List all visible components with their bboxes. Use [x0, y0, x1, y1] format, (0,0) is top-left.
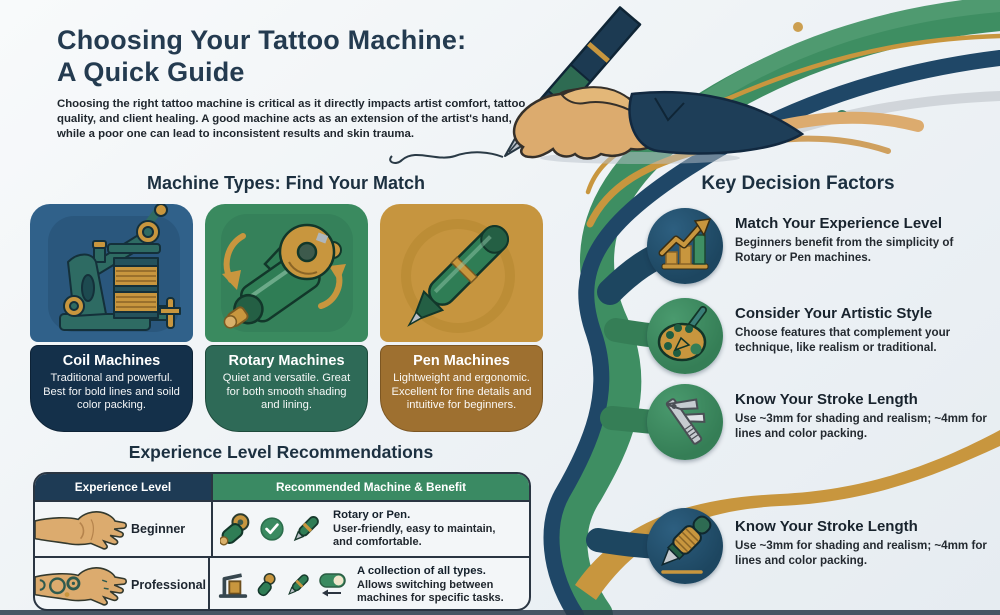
coil-description: Traditional and powerful. Best for bold … — [43, 372, 180, 412]
card-rotary-machines: Rotary Machines Quiet and versatile. Gre… — [205, 204, 368, 432]
professional-machine: A collection of all types. — [357, 565, 486, 578]
beginner-machine: Rotary or Pen. — [333, 509, 411, 522]
toggle-switch-icon — [319, 573, 346, 597]
rotary-machine-icon — [205, 204, 368, 342]
experience-table: Experience Level Recommended Machine & B… — [33, 472, 531, 611]
coil-machine-icon — [218, 573, 248, 598]
column-header-experience-level: Experience Level — [35, 474, 213, 500]
pen-description: Lightweight and ergonomic. Excellent for… — [391, 372, 532, 412]
card-pen-machines: Pen Machines Lightweight and ergonomic. … — [380, 204, 543, 432]
column-header-recommended: Recommended Machine & Benefit — [213, 474, 529, 500]
rotary-machine-icon — [220, 513, 250, 546]
table-row-beginner: Beginner — [35, 502, 529, 556]
factor-style-description: Choose features that complement your tec… — [735, 326, 951, 355]
professional-recommendation-cell: A collection of all types. Allows switch… — [210, 558, 529, 609]
tattooed-hand-icon — [35, 567, 127, 606]
tattoo-pen — [528, 6, 642, 130]
table-header-row: Experience Level Recommended Machine & B… — [35, 474, 529, 502]
coil-machine-icon — [30, 204, 193, 342]
pen-nib-icon — [647, 508, 723, 584]
table-row-professional: Professional — [35, 556, 529, 609]
experience-heading: Experience Level Recommendations — [128, 442, 434, 462]
growth-chart-icon — [647, 208, 723, 284]
factor-stroke-2-title: Know Your Stroke Length — [735, 518, 918, 535]
pen-machine-icon — [380, 204, 543, 342]
drawn-ink-line — [389, 151, 504, 164]
factor-style-title: Consider Your Artistic Style — [735, 305, 933, 322]
coil-title: Coil Machines — [62, 353, 161, 369]
beginner-recommendation-cell: Rotary or Pen. User-friendly, easy to ma… — [213, 502, 529, 556]
glove-sleeve — [628, 90, 805, 155]
machine-type-cards: Coil Machines Traditional and powerful. … — [30, 204, 543, 432]
rotary-machine-icon — [257, 572, 276, 597]
factor-experience-description: Beginners benefit from the simplicity of… — [735, 236, 954, 265]
rotary-description: Quiet and versatile. Great for both smoo… — [222, 372, 351, 412]
card-coil-machines: Coil Machines Traditional and powerful. … — [30, 204, 193, 432]
palette-icon — [647, 298, 723, 374]
key-factors-heading: Key Decision Factors — [701, 173, 895, 194]
factor-stroke-description: Use ~3mm for shading and realism; ~4mm f… — [735, 412, 987, 441]
coil-caption: Coil Machines Traditional and powerful. … — [30, 345, 193, 432]
gold-dot — [793, 22, 803, 32]
pen-caption: Pen Machines Lightweight and ergonomic. … — [380, 345, 543, 432]
factor-experience-title: Match Your Experience Level — [735, 215, 943, 232]
factor-stroke-title: Know Your Stroke Length — [735, 391, 918, 408]
intro-paragraph: Choosing the right tattoo machine is cri… — [57, 98, 526, 140]
rotary-title: Rotary Machines — [228, 353, 345, 369]
pen-title: Pen Machines — [413, 353, 510, 369]
pen-machine-icon — [288, 574, 309, 595]
machine-types-heading: Machine Types: Find Your Match — [146, 173, 426, 193]
professional-level-cell: Professional — [35, 558, 210, 609]
page-title: Choosing Your Tattoo Machine: A Quick Gu… — [57, 25, 467, 88]
rotary-caption: Rotary Machines Quiet and versatile. Gre… — [205, 345, 368, 432]
professional-benefit: Allows switching between machines for sp… — [357, 578, 504, 604]
beginner-benefit: User-friendly, easy to maintain, and com… — [333, 522, 496, 548]
factor-stroke-2-description: Use ~3mm for shading and realism; ~4mm f… — [735, 539, 987, 568]
beginner-label: Beginner — [131, 522, 186, 536]
pen-machine-icon — [293, 516, 319, 542]
bare-hand-icon — [35, 511, 127, 550]
green-dot — [836, 110, 848, 122]
caliper-icon — [647, 384, 723, 460]
beginner-level-cell: Beginner — [35, 502, 213, 556]
professional-label: Professional — [131, 578, 207, 592]
check-icon — [260, 517, 284, 541]
